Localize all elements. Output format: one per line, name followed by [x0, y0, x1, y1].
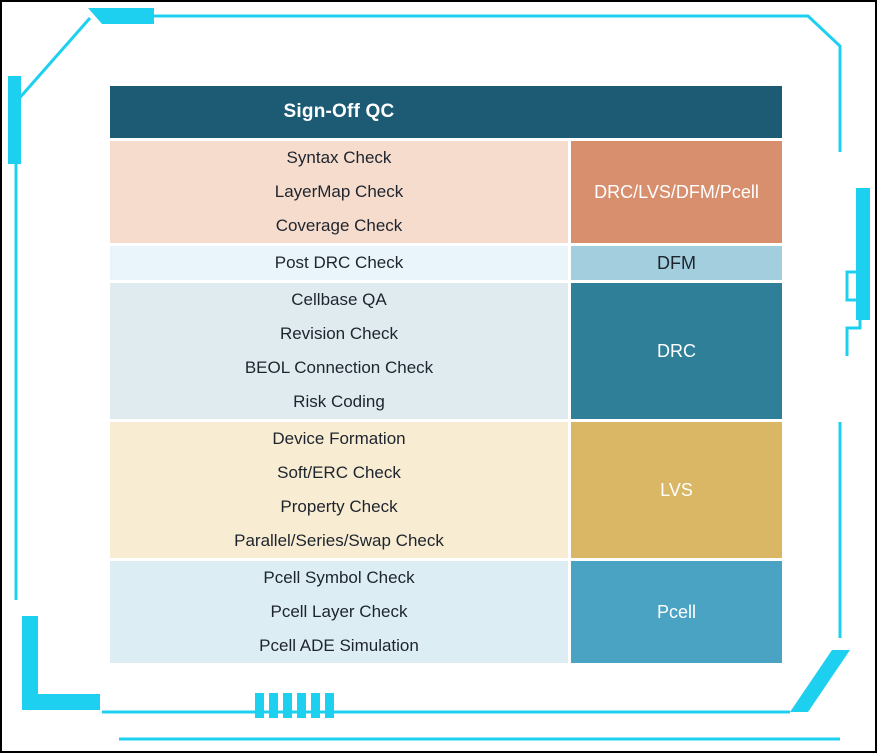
- check-list: Cellbase QA Revision Check BEOL Connecti…: [110, 283, 568, 419]
- table-row: Coverage Check: [275, 216, 403, 235]
- qc-group-drc: Cellbase QA Revision Check BEOL Connecti…: [110, 283, 782, 419]
- table-row: Pcell Symbol Check: [263, 568, 415, 587]
- table-row: Cellbase QA: [291, 290, 387, 309]
- table-row: Post DRC Check: [274, 253, 404, 272]
- category-label: DFM: [571, 246, 782, 280]
- check-list: Post DRC Check: [110, 246, 568, 280]
- category-label: Pcell: [571, 561, 782, 663]
- category-label: LVS: [571, 422, 782, 558]
- table-header: Sign-Off QC: [110, 86, 782, 138]
- table-row: Soft/ERC Check: [277, 463, 401, 482]
- qc-group-drc-lvs-dfm-pcell: Syntax Check LayerMap Check Coverage Che…: [110, 141, 782, 243]
- check-list: Device Formation Soft/ERC Check Property…: [110, 422, 568, 558]
- qc-group-lvs: Device Formation Soft/ERC Check Property…: [110, 422, 782, 558]
- table-row: Revision Check: [279, 324, 399, 343]
- table-title: Sign-Off QC: [283, 101, 395, 122]
- check-list: Pcell Symbol Check Pcell Layer Check Pce…: [110, 561, 568, 663]
- category-label: DRC: [571, 283, 782, 419]
- table-row: Risk Coding: [293, 392, 385, 411]
- signoff-qc-table: Sign-Off QC Syntax Check LayerMap Check …: [110, 86, 782, 663]
- table-row: Pcell Layer Check: [270, 602, 408, 621]
- table-row: Pcell ADE Simulation: [259, 636, 419, 655]
- table-row: Property Check: [280, 497, 398, 516]
- qc-group-pcell: Pcell Symbol Check Pcell Layer Check Pce…: [110, 561, 782, 663]
- frame-thick-accents: [8, 8, 870, 718]
- table-row: Parallel/Series/Swap Check: [234, 531, 444, 550]
- table-row: BEOL Connection Check: [244, 358, 434, 377]
- table-row: LayerMap Check: [274, 182, 404, 201]
- table-row: Device Formation: [272, 429, 406, 448]
- category-label: DRC/LVS/DFM/Pcell: [571, 141, 782, 243]
- table-row: Syntax Check: [286, 148, 392, 167]
- check-list: Syntax Check LayerMap Check Coverage Che…: [110, 141, 568, 243]
- qc-group-dfm: Post DRC Check DFM: [110, 246, 782, 280]
